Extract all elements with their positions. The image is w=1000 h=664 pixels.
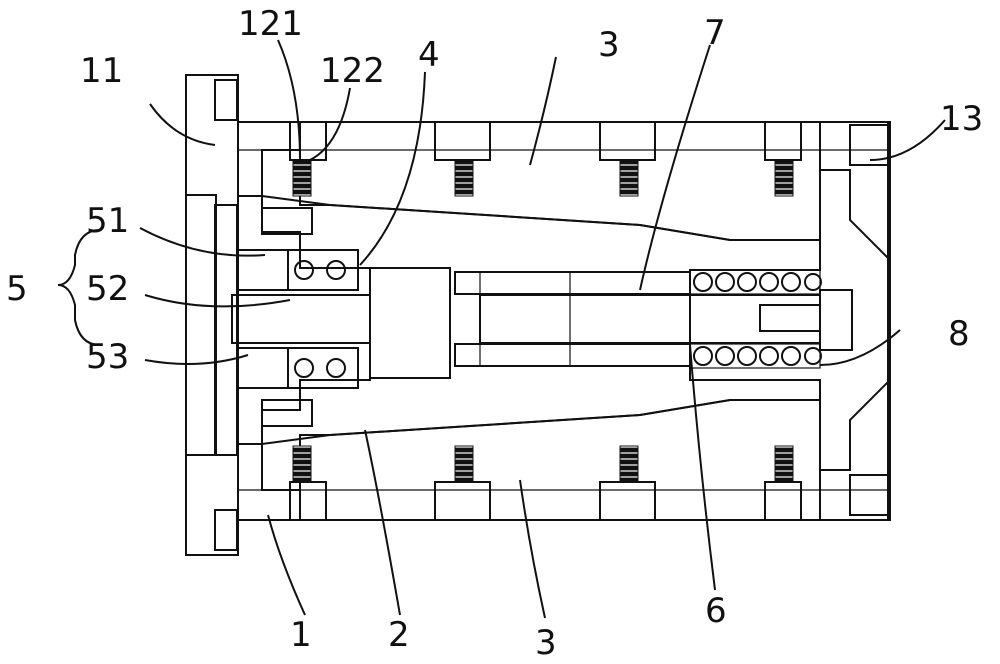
label-3-bottom: 3 bbox=[535, 623, 557, 663]
label-4: 4 bbox=[418, 35, 440, 75]
label-13: 13 bbox=[940, 99, 983, 139]
label-52: 52 bbox=[86, 269, 129, 309]
leader-lines bbox=[58, 40, 945, 618]
label-2: 2 bbox=[388, 615, 410, 655]
core-part-2 bbox=[262, 196, 820, 444]
plunger-6 bbox=[480, 295, 820, 343]
bearing-assembly-5 bbox=[238, 250, 358, 388]
bolts-bottom bbox=[290, 482, 801, 520]
label-6: 6 bbox=[705, 591, 727, 631]
end-cap-13 bbox=[820, 122, 890, 520]
bolts-top bbox=[290, 122, 801, 160]
segments-3-top bbox=[300, 122, 820, 240]
housing-part-1 bbox=[238, 122, 300, 520]
label-51: 51 bbox=[86, 201, 129, 241]
label-3-top: 3 bbox=[598, 25, 620, 65]
label-5: 5 bbox=[6, 269, 28, 309]
flange-11 bbox=[186, 75, 238, 555]
label-122: 122 bbox=[320, 51, 385, 91]
label-11: 11 bbox=[80, 51, 123, 91]
label-8: 8 bbox=[948, 314, 970, 354]
label-53: 53 bbox=[86, 337, 129, 377]
label-121: 121 bbox=[238, 4, 303, 44]
segments-3-bottom bbox=[300, 400, 820, 520]
label-7: 7 bbox=[704, 13, 726, 53]
sleeve-7 bbox=[455, 272, 690, 366]
spring-8 bbox=[690, 270, 821, 368]
label-1: 1 bbox=[290, 615, 312, 655]
